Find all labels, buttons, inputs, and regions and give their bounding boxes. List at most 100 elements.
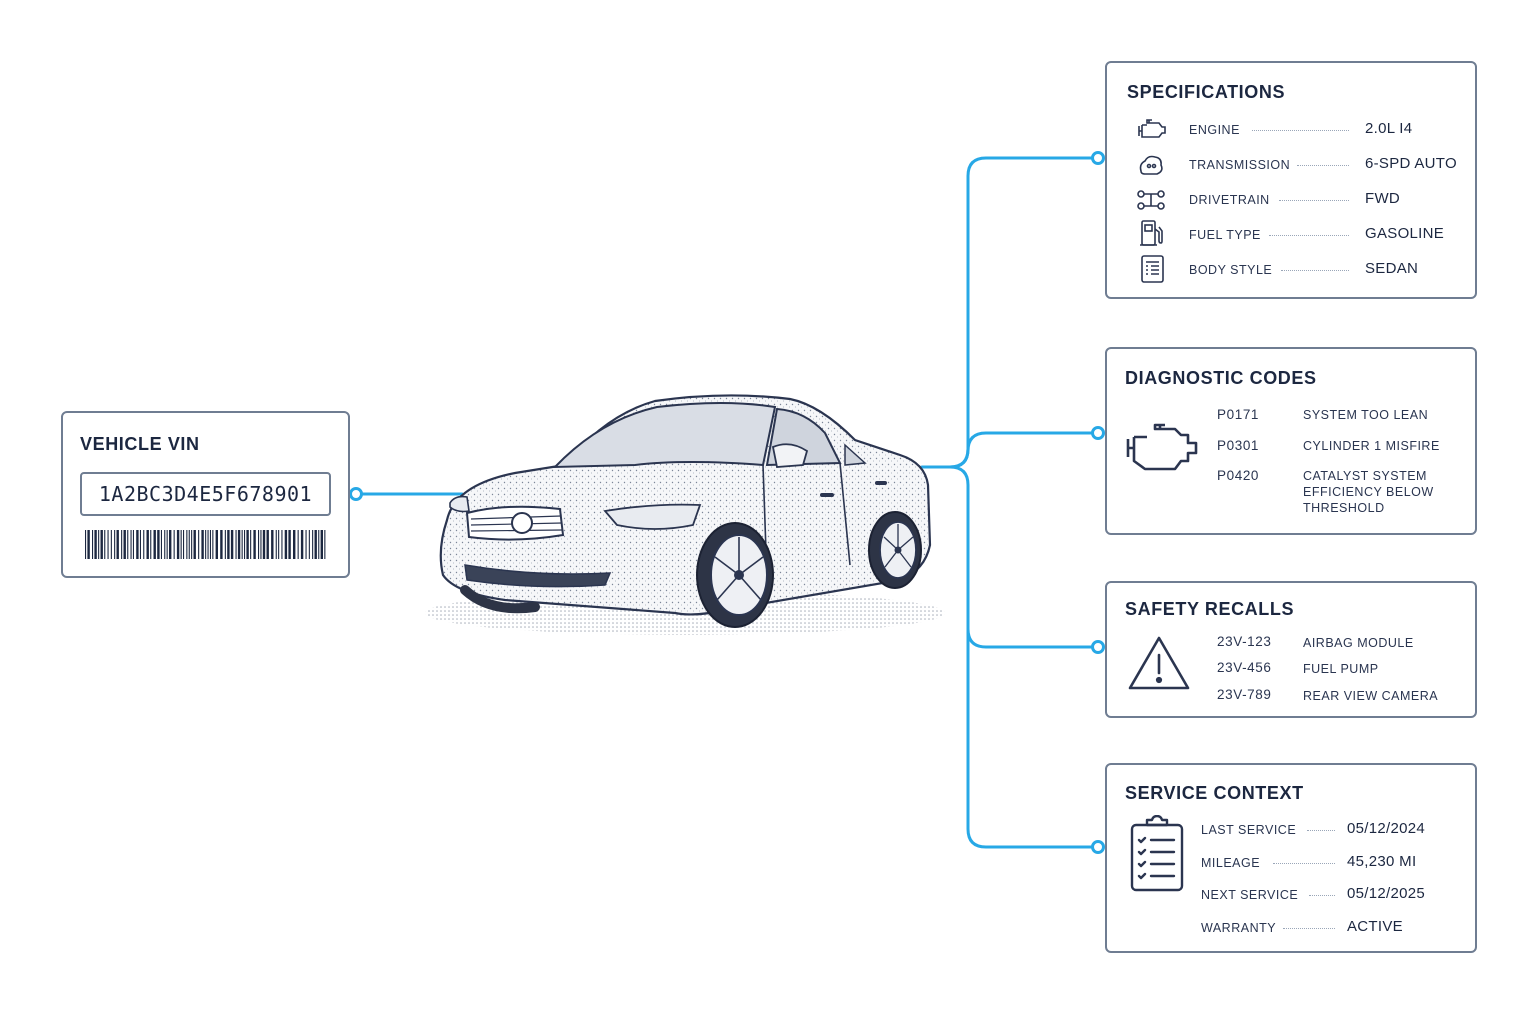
barcode-bar xyxy=(191,530,193,559)
barcode-bar xyxy=(173,530,175,559)
barcode-bar xyxy=(136,530,139,559)
drivetrain-icon xyxy=(1137,190,1165,210)
diagnostic-code: P0301 xyxy=(1217,438,1260,453)
diagnostic-description: CATALYST SYSTEM EFFICIENCY BELOW THRESHO… xyxy=(1303,469,1434,515)
barcode-bar xyxy=(244,530,246,559)
service-value-last-service: 05/12/2024 xyxy=(1347,820,1426,837)
recall-id: 23V-123 xyxy=(1217,634,1272,649)
spec-value-engine: 2.0L I4 xyxy=(1365,120,1413,137)
spec-value-drivetrain: FWD xyxy=(1365,190,1401,207)
document-icon xyxy=(1141,255,1164,283)
recall-id: 23V-789 xyxy=(1217,687,1272,702)
barcode-bar xyxy=(258,530,260,559)
barcode-image xyxy=(85,530,326,559)
barcode-bar xyxy=(198,530,200,559)
barcode-bar xyxy=(220,530,223,559)
barcode-bar xyxy=(281,530,283,559)
barcode-bar xyxy=(224,530,226,559)
barcode-bar xyxy=(207,530,209,559)
barcode-bar xyxy=(246,530,249,559)
spec-connector-dot xyxy=(1091,151,1105,165)
vin-value-field[interactable]: 1A2BC3D4E5F678901 xyxy=(80,472,331,516)
barcode-bar xyxy=(215,530,218,559)
barcode-bar xyxy=(183,530,185,559)
barcode-bar xyxy=(278,530,280,559)
barcode-bar xyxy=(230,530,234,559)
dotted-leader xyxy=(1281,270,1349,271)
barcode-bar xyxy=(227,530,230,559)
barcode-bar xyxy=(205,530,207,559)
dotted-leader xyxy=(1273,863,1335,864)
transmission-icon xyxy=(1139,155,1163,175)
barcode-bar xyxy=(166,530,168,559)
diagnostic-code: P0420 xyxy=(1217,468,1260,483)
spec-label-transmission: TRANSMISSION xyxy=(1189,158,1291,172)
specifications-title: SPECIFICATIONS xyxy=(1127,82,1286,102)
barcode-bar xyxy=(85,530,87,559)
service-value-next-service: 05/12/2025 xyxy=(1347,885,1426,902)
safety-recalls-title: SAFETY RECALLS xyxy=(1125,599,1295,619)
service-context-card: SERVICE CONTEXT LAST SERVICE 05/12/2024 … xyxy=(1105,763,1477,953)
diag-connector-dot xyxy=(1091,426,1105,440)
barcode-bar xyxy=(237,530,241,559)
diag-connector xyxy=(948,431,1099,469)
diagnostic-codes-card: DIAGNOSTIC CODES P0171 SYSTEM TOO LEAN P… xyxy=(1105,347,1477,535)
barcode-bar xyxy=(130,530,132,559)
car-illustration xyxy=(425,394,945,635)
spec-label-drivetrain: DRIVETRAIN xyxy=(1189,193,1270,207)
barcode-bar xyxy=(160,530,162,559)
recall-connector-dot xyxy=(1091,640,1105,654)
barcode-bar xyxy=(180,530,182,559)
recall-description: AIRBAG MODULE xyxy=(1303,636,1414,650)
recall-id: 23V-456 xyxy=(1217,660,1272,675)
barcode-bar xyxy=(92,530,94,559)
barcode-bar xyxy=(308,530,310,559)
barcode-bar xyxy=(188,530,190,559)
barcode-bar xyxy=(100,530,103,559)
spec-label-fuel-type: FUEL TYPE xyxy=(1189,228,1261,242)
barcode-bar xyxy=(107,530,109,559)
dotted-leader xyxy=(1279,200,1349,201)
barcode-bar xyxy=(94,530,97,559)
service-context-title: SERVICE CONTEXT xyxy=(1125,783,1304,803)
barcode-bar xyxy=(127,530,129,559)
barcode-bar xyxy=(110,530,112,559)
barcode-bar xyxy=(284,530,288,559)
barcode-bar xyxy=(123,530,126,559)
spec-label-body-style: BODY STYLE xyxy=(1189,263,1273,277)
engine-icon xyxy=(1138,119,1166,138)
dotted-leader xyxy=(1309,895,1335,896)
diagnostic-codes-title: DIAGNOSTIC CODES xyxy=(1125,368,1317,388)
barcode-bar xyxy=(87,530,90,559)
barcode-bar xyxy=(241,530,243,559)
service-label-mileage: MILEAGE xyxy=(1201,856,1261,870)
barcode-bar xyxy=(98,530,100,559)
barcode-bar xyxy=(324,530,326,559)
dotted-leader xyxy=(1307,830,1335,831)
barcode-bar xyxy=(320,530,323,559)
diagnostic-description: CYLINDER 1 MISFIRE xyxy=(1303,439,1440,453)
barcode-bar xyxy=(297,530,299,559)
barcode-bar xyxy=(169,530,172,559)
barcode-bar xyxy=(193,530,196,559)
dotted-leader xyxy=(1252,130,1349,131)
barcode-bar xyxy=(305,530,307,559)
barcode-bar xyxy=(153,530,156,559)
barcode-bar xyxy=(132,530,134,559)
lower-connector xyxy=(948,465,1099,849)
clipboard-checklist-icon xyxy=(1130,815,1184,892)
barcode-bar xyxy=(260,530,262,559)
spec-label-engine: ENGINE xyxy=(1189,123,1240,137)
dotted-leader xyxy=(1269,235,1349,236)
specifications-card: SPECIFICATIONS ENGINE 2.0L I4 TRANSMISSI… xyxy=(1105,61,1477,299)
barcode-bar xyxy=(104,530,106,559)
barcode-bar xyxy=(275,530,277,559)
barcode-bar xyxy=(157,530,160,559)
spec-value-fuel-type: GASOLINE xyxy=(1365,225,1445,242)
barcode-bar xyxy=(312,530,314,559)
spec-value-transmission: 6-SPD AUTO xyxy=(1365,155,1457,172)
barcode-bar xyxy=(164,530,166,559)
service-value-mileage: 45,230 MI xyxy=(1347,853,1417,870)
barcode-bar xyxy=(116,530,119,559)
